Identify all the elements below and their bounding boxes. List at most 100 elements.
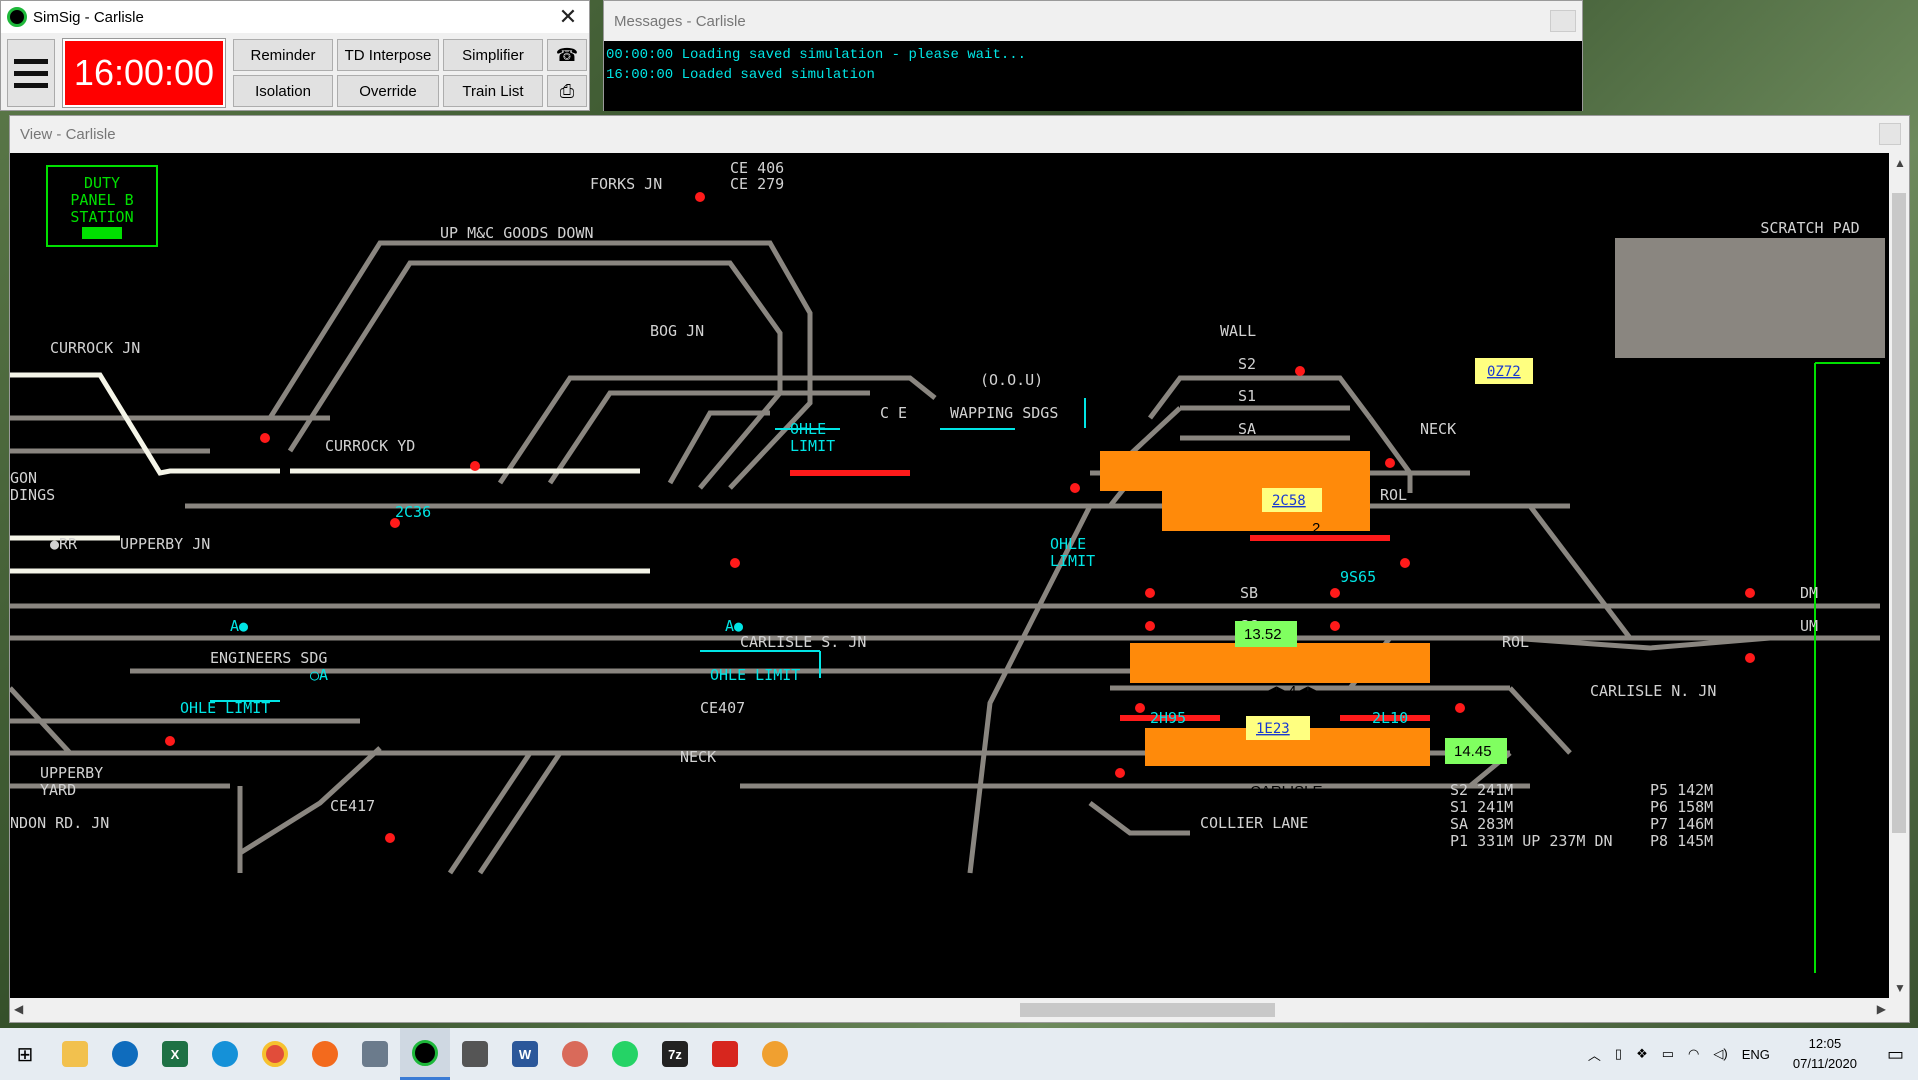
app-icon[interactable]: [750, 1028, 800, 1080]
signal[interactable]: [385, 833, 395, 843]
excel-icon[interactable]: X: [150, 1028, 200, 1080]
scroll-down-icon[interactable]: ▼: [1894, 981, 1906, 995]
signal[interactable]: [260, 433, 270, 443]
battery-icon[interactable]: ▭: [1661, 1046, 1675, 1061]
system-tray: ︿ ▯ ❖ ▭ ◠ ◁) ENG 12:05 07/11/2020 ▭: [1581, 1028, 1918, 1080]
route-set-sections: [10, 372, 650, 574]
isolation-button[interactable]: Isolation: [233, 75, 333, 107]
close-icon[interactable]: [1550, 10, 1576, 32]
signal[interactable]: [695, 192, 705, 202]
close-icon[interactable]: [1879, 123, 1901, 145]
train-id-2c36[interactable]: 2C36: [395, 503, 431, 521]
vertical-scrollbar[interactable]: ▲ ▼: [1889, 153, 1909, 998]
signal[interactable]: [1745, 653, 1755, 663]
signal[interactable]: [730, 558, 740, 568]
reminder-button[interactable]: Reminder: [233, 39, 333, 71]
signal[interactable]: [390, 518, 400, 528]
hamburger-menu-button[interactable]: [7, 39, 55, 107]
printer-icon[interactable]: ⎙: [547, 75, 587, 107]
signal[interactable]: [1455, 703, 1465, 713]
simsig-title-bar[interactable]: SimSig - Carlisle ✕: [1, 1, 589, 33]
platform-3-label: ◀▶3◀▶: [1265, 553, 1320, 570]
signal[interactable]: [1400, 558, 1410, 568]
signal[interactable]: [470, 461, 480, 471]
taskbar-clock[interactable]: 12:05 07/11/2020: [1777, 1034, 1873, 1074]
duty-panel-indicator[interactable]: DUTY PANEL B STATION: [46, 165, 158, 247]
time-sc[interactable]: 13.52: [1244, 626, 1282, 643]
messages-log[interactable]: 00:00:00 Loading saved simulation - plea…: [604, 41, 1582, 111]
signal[interactable]: [1145, 621, 1155, 631]
network-icon[interactable]: [350, 1028, 400, 1080]
train-id-2l10[interactable]: 2L10: [1372, 709, 1408, 727]
firefox-icon[interactable]: [300, 1028, 350, 1080]
signal[interactable]: [1745, 588, 1755, 598]
duty-panel-line2: PANEL B: [70, 191, 133, 209]
file-explorer-icon[interactable]: [50, 1028, 100, 1080]
signal[interactable]: [1385, 458, 1395, 468]
ce417-label: CE417: [330, 797, 375, 815]
word-icon[interactable]: W: [500, 1028, 550, 1080]
signals[interactable]: [165, 192, 1755, 843]
panel-labels: CE 406 CE 279 FORKS JN UP M&C GOODS DOWN…: [10, 159, 1818, 832]
telephone-icon[interactable]: ☎: [547, 39, 587, 71]
edge-icon[interactable]: [200, 1028, 250, 1080]
signal[interactable]: [165, 736, 175, 746]
wifi-icon[interactable]: ◠: [1688, 1046, 1700, 1061]
volume-icon[interactable]: ◁): [1713, 1046, 1728, 1061]
scroll-up-icon[interactable]: ▲: [1894, 156, 1906, 170]
signalling-panel[interactable]: DUTY PANEL B STATION SCRATCH PAD CE 406 …: [10, 153, 1890, 998]
signal[interactable]: [1115, 768, 1125, 778]
horizontal-scrollbar[interactable]: ◀ ▶: [10, 998, 1890, 1022]
horizontal-scroll-thumb[interactable]: [1020, 1003, 1275, 1017]
sa-label: SA: [1238, 420, 1256, 438]
paint-icon[interactable]: [550, 1028, 600, 1080]
sim-clock[interactable]: 16:00:00: [62, 38, 226, 108]
train-id-0z72[interactable]: 0Z72: [1487, 364, 1521, 380]
vertical-scroll-thumb[interactable]: [1892, 193, 1906, 833]
close-icon[interactable]: ✕: [558, 4, 578, 29]
simplifier-button[interactable]: Simplifier: [443, 39, 543, 71]
berth-1e23-box: [1246, 716, 1310, 740]
acrobat-icon[interactable]: [700, 1028, 750, 1080]
simsig-logo-icon: [7, 7, 27, 27]
scroll-right-icon[interactable]: ▶: [1876, 1002, 1886, 1016]
signal[interactable]: [1330, 621, 1340, 631]
train-id-2c58[interactable]: 2C58: [1272, 493, 1306, 509]
outlook-icon[interactable]: [100, 1028, 150, 1080]
ohle-limit-mid-line2: LIMIT: [1050, 552, 1095, 570]
train-berths[interactable]: 0Z72 2C58 2C36 9S65 1E23 2H95 2L10 13.52…: [395, 358, 1533, 764]
notifications-icon[interactable]: ▭: [1886, 1043, 1904, 1064]
messages-title-bar[interactable]: Messages - Carlisle: [604, 1, 1582, 41]
chrome-icon[interactable]: [250, 1028, 300, 1080]
override-button[interactable]: Override: [337, 75, 439, 107]
message-line: 00:00:00 Loading saved simulation - plea…: [606, 47, 1027, 63]
signal[interactable]: [1135, 703, 1145, 713]
windows-taskbar: ⊞ X W 7z ︿ ▯ ❖ ▭ ◠ ◁) ENG 12:05 07/11/20…: [0, 1028, 1918, 1080]
td-interpose-button[interactable]: TD Interpose: [337, 39, 439, 71]
view-window: View - Carlisle: [9, 115, 1910, 1023]
signal[interactable]: [1070, 483, 1080, 493]
windows-start-icon[interactable]: ⊞: [16, 1043, 34, 1066]
time-p8[interactable]: 14.45: [1454, 743, 1492, 760]
signal[interactable]: [1295, 366, 1305, 376]
train-list-button[interactable]: Train List: [443, 75, 543, 107]
scratch-pad[interactable]: SCRATCH PAD: [1615, 219, 1885, 358]
dropbox-icon[interactable]: ❖: [1636, 1046, 1648, 1061]
view-title-bar[interactable]: View - Carlisle: [10, 116, 1909, 152]
train-id-1e23[interactable]: 1E23: [1256, 721, 1290, 737]
platform-4-label: ◀▶4◀▶: [1265, 683, 1320, 700]
message-line: 16:00:00 Loaded saved simulation: [606, 67, 875, 83]
signal[interactable]: [1330, 588, 1340, 598]
chevron-up-icon[interactable]: ︿: [1587, 1047, 1601, 1063]
signal[interactable]: [1145, 588, 1155, 598]
7zip-icon[interactable]: 7z: [650, 1028, 700, 1080]
usb-icon[interactable]: ▯: [1614, 1046, 1623, 1061]
simsig-icon[interactable]: [400, 1028, 450, 1080]
language-indicator[interactable]: ENG: [1741, 1046, 1770, 1062]
whatsapp-icon[interactable]: [600, 1028, 650, 1080]
train-id-9s65[interactable]: 9S65: [1340, 568, 1376, 586]
taskbar-date: 07/11/2020: [1792, 1056, 1857, 1071]
train-id-2h95[interactable]: 2H95: [1150, 709, 1186, 727]
calculator-icon[interactable]: [450, 1028, 500, 1080]
scroll-left-icon[interactable]: ◀: [14, 1002, 24, 1016]
